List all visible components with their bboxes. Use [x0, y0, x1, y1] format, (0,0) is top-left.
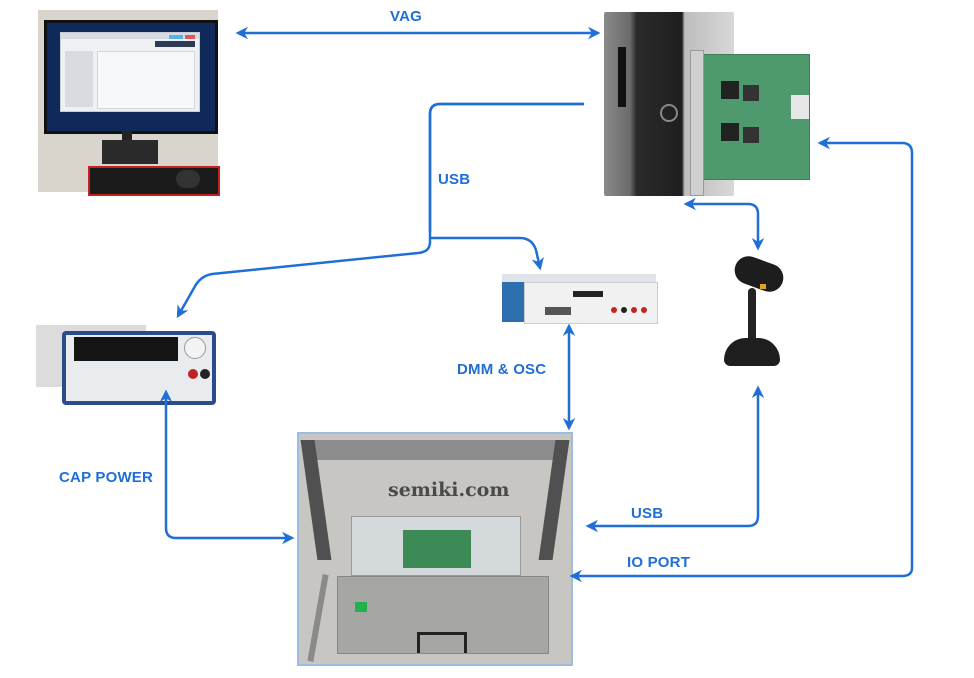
- power-supply-image: [36, 323, 216, 405]
- wire-usb-daq: [430, 236, 544, 271]
- software-window: [60, 32, 200, 112]
- label-io-port: IO PORT: [627, 554, 691, 571]
- mouse-pad: [88, 166, 220, 196]
- wire-cap-power: [159, 389, 295, 545]
- fixture-power-button: [355, 602, 367, 612]
- monitor-stand: [122, 131, 132, 143]
- fixture-pcb: [403, 530, 471, 568]
- label-vag: VAG: [390, 8, 422, 25]
- monitor-image: [38, 10, 220, 196]
- power-supply-knob: [184, 337, 206, 359]
- mouse: [176, 170, 200, 188]
- wire-io-port: [569, 136, 914, 583]
- wire-usb-workstation: [428, 102, 584, 232]
- label-usb-top: USB: [438, 171, 471, 188]
- watermark-text: semiki.com: [388, 479, 510, 501]
- label-cap-power: CAP POWER: [59, 469, 154, 486]
- wire-scanner: [683, 197, 765, 251]
- wire-usb-scanner-fixture: [585, 385, 765, 533]
- fixture-body: [337, 576, 549, 654]
- dell-logo-icon: [660, 104, 678, 122]
- fixture-handle: [417, 632, 467, 653]
- label-dmm-osc: DMM & OSC: [457, 361, 547, 378]
- monitor-base: [102, 140, 158, 164]
- pc-drive-bay: [618, 47, 626, 107]
- label-usb-bottom: USB: [631, 505, 664, 522]
- test-fixture-image: [297, 432, 573, 666]
- power-supply-front: [62, 331, 216, 405]
- power-supply-display: [74, 337, 178, 361]
- fixture-frame: [309, 440, 561, 460]
- wire-usb-power: [176, 102, 584, 319]
